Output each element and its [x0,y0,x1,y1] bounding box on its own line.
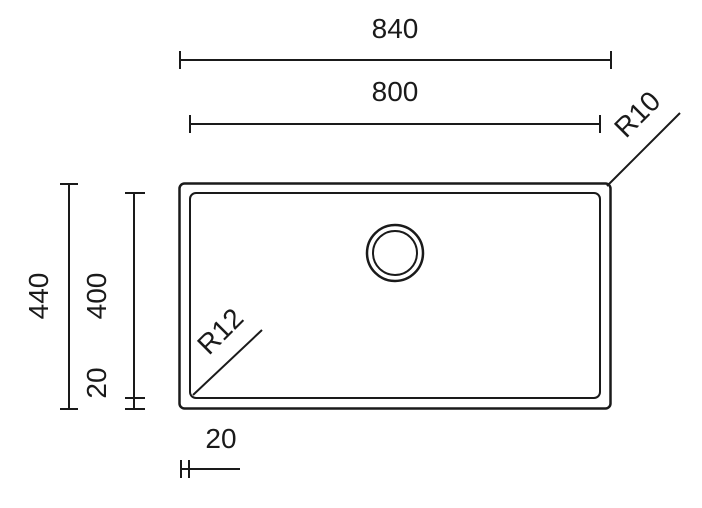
drain-icon [365,223,425,283]
bottom-margin-label: 20 [81,367,112,398]
dimension-inner-height: 400 20 [81,192,145,410]
side-margin-label: 20 [205,423,236,454]
dimension-inner-width: 800 [189,76,601,133]
outer-rim [178,182,612,410]
inner-radius-label: R12 [191,302,249,360]
dimension-outer-width: 840 [179,13,612,69]
inner-height-label: 400 [81,273,112,320]
inner-radius-callout: R12 [191,302,263,396]
outer-radius-callout: R10 [606,85,681,187]
dimension-outer-height: 440 [23,183,78,410]
dimension-side-margin: 20 [180,423,240,478]
outer-height-label: 440 [23,273,54,320]
outer-width-label: 840 [372,13,419,44]
inner-bowl [189,192,601,399]
inner-width-label: 800 [372,76,419,107]
